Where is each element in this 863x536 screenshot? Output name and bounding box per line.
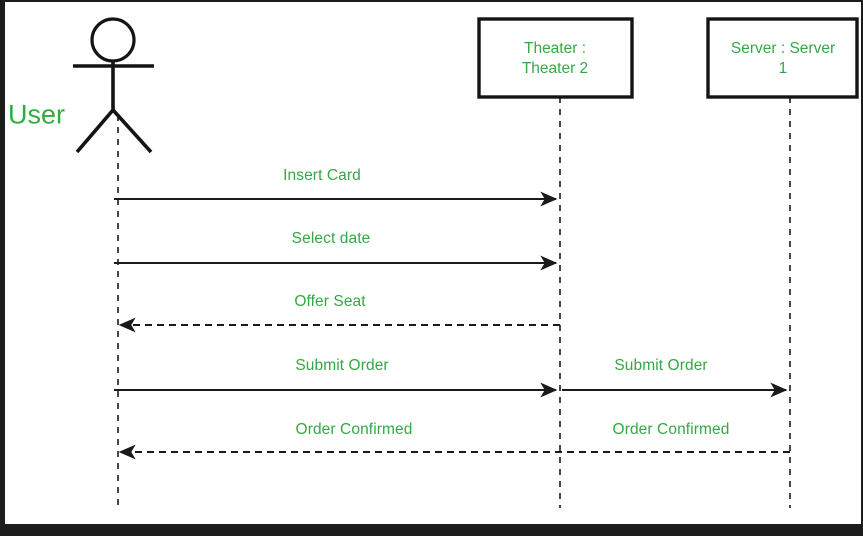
message-label-select-date: Select date [291,230,371,247]
message-label-submit-order-right: Submit Order [614,357,708,374]
actor-stick-figure [73,17,154,154]
message-label-submit-order-left: Submit Order [295,357,389,374]
participant-label-server-line1: Server : Server [730,40,836,57]
participant-label-theater-line1: Theater : [523,40,587,57]
diagram-vector-layer [73,17,859,508]
participant-box-theater[interactable] [477,17,634,99]
participant-box-server[interactable] [706,17,859,99]
actor-head-icon [90,17,136,63]
message-label-order-confirmed-left: Order Confirmed [295,421,413,438]
participant-label-theater-line2: Theater 2 [521,60,589,77]
participant-label-theater: Theater : Theater 2 [522,39,588,79]
diagram-canvas: User Theater : Theater 2 Server : Server… [5,2,861,524]
message-label-insert-card: Insert Card [283,167,361,184]
participant-label-user: User [8,99,66,130]
message-label-order-confirmed-right: Order Confirmed [612,421,730,438]
actor-right-leg-line [111,108,153,154]
actor-left-leg-line [75,108,115,154]
participant-label-server: Server : Server 1 [731,39,835,79]
participant-label-server-line2: 1 [778,60,788,77]
message-label-offer-seat: Offer Seat [294,293,366,310]
